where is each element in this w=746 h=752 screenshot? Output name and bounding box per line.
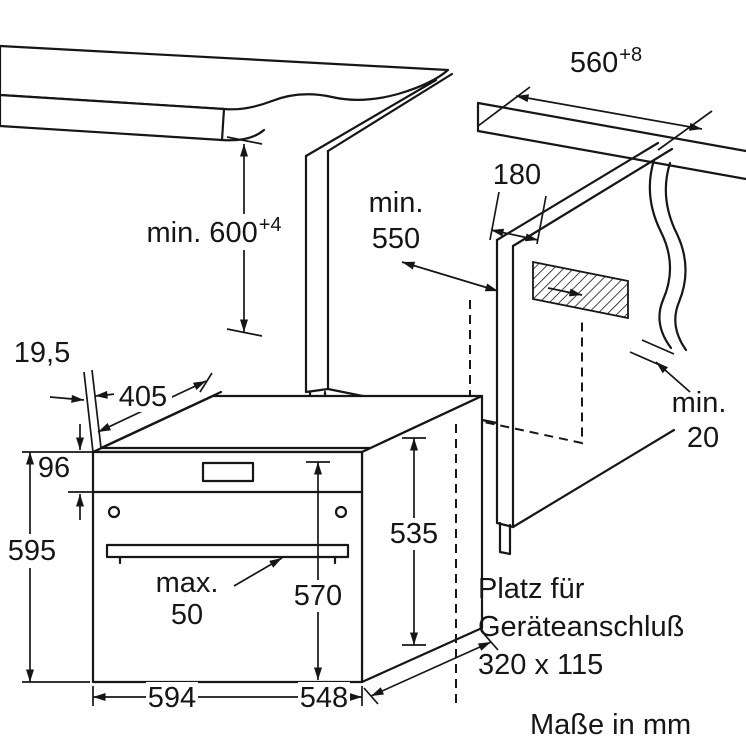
dim-frame-overhang: 19,5 bbox=[14, 337, 70, 369]
oven-handle bbox=[105, 543, 350, 565]
cabinet-right-panel bbox=[495, 141, 676, 556]
niche-dimensions: min. 600+4 560+8 min. 550 180 min. 20 bbox=[134, 44, 726, 454]
dim-oven-width: 594 bbox=[148, 682, 196, 714]
niche-drawing bbox=[0, 44, 746, 556]
note-connection-line2: Geräteanschluß bbox=[478, 611, 684, 643]
dim-niche-height-value: min. 600 bbox=[146, 217, 257, 249]
note-connection-line3: 320 x 115 bbox=[478, 649, 603, 681]
wall-break-edge bbox=[648, 158, 688, 352]
dim-oven-depth: 548 bbox=[300, 682, 348, 714]
dim-casing-height: 535 bbox=[390, 518, 438, 550]
door-corner-left-icon bbox=[107, 505, 121, 519]
dim-niche-depth-line2: 550 bbox=[372, 223, 420, 255]
control-display bbox=[201, 461, 255, 483]
dim-oven-height: 595 bbox=[8, 535, 56, 567]
cabinet-right-foot bbox=[498, 521, 512, 556]
dim-rear-gap-line1: min. bbox=[672, 387, 727, 419]
connection-area bbox=[532, 260, 629, 320]
note-connection-line1: Platz für bbox=[478, 573, 585, 605]
annotation-notes: Platz für Geräteanschluß 320 x 115 Maße … bbox=[478, 573, 691, 741]
dim-handle-clearance-line1: max. bbox=[156, 567, 219, 599]
dim-niche-width: 560+8 bbox=[570, 44, 642, 79]
oven-dimensions: 19,5 405 96 595 max. 50 570 535 bbox=[8, 337, 499, 714]
dim-top-depth: 405 bbox=[119, 381, 167, 413]
dim-niche-height-tolerance: +4 bbox=[259, 214, 282, 236]
dim-panel-height: 96 bbox=[38, 452, 70, 484]
dim-rear-gap-line2: 20 bbox=[687, 422, 719, 454]
connection-arrow-icon bbox=[547, 287, 583, 297]
note-units: Maße in mm bbox=[530, 709, 691, 741]
dim-niche-depth-line1: min. bbox=[369, 187, 424, 219]
dim-niche-height: min. 600+4 bbox=[146, 214, 281, 249]
door-corner-right-icon bbox=[334, 505, 348, 519]
dim-handle-clearance-line2: 50 bbox=[171, 599, 203, 631]
connection-area-hatch bbox=[532, 260, 629, 320]
dim-connection-offset: 180 bbox=[493, 159, 541, 191]
countertop-top-surface bbox=[0, 44, 450, 111]
countertop-cut-edge bbox=[220, 128, 266, 142]
dim-niche-width-tolerance: +8 bbox=[619, 44, 642, 66]
dim-niche-width-value: 560 bbox=[570, 47, 618, 79]
dim-door-height: 570 bbox=[294, 580, 342, 612]
